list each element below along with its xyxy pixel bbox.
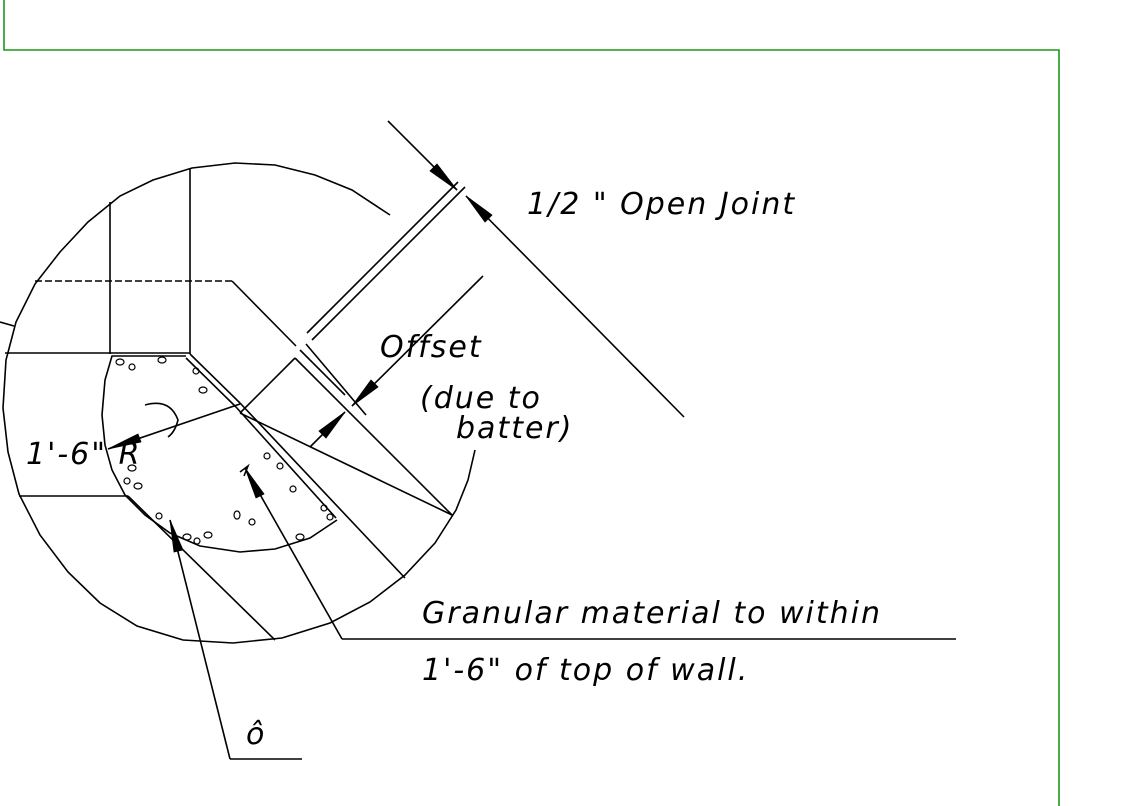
open-joint-label: 1/2 " Open Joint [527, 187, 796, 222]
granular-backfill [101, 355, 338, 553]
sheet-border [3, 0, 1060, 806]
granular-leader [244, 467, 956, 640]
detail-circle-outline [2, 162, 476, 644]
offset-reason-line2: batter) [456, 411, 573, 446]
detail-mark-leader [169, 519, 302, 760]
detail-mark-label: ô [246, 717, 266, 752]
granular-note-line2: 1'-6" of top of wall. [422, 653, 749, 688]
wall-faces [185, 181, 466, 579]
open-joint-dimension [387, 120, 685, 418]
offset-label: Offset [380, 330, 483, 365]
offset-reason-line1: (due to [420, 381, 542, 416]
radius-dimension [107, 402, 241, 450]
offset-dimension [309, 275, 484, 448]
granular-note-line1: Granular material to within [422, 596, 882, 631]
radius-label: 1'-6" R [26, 437, 141, 472]
